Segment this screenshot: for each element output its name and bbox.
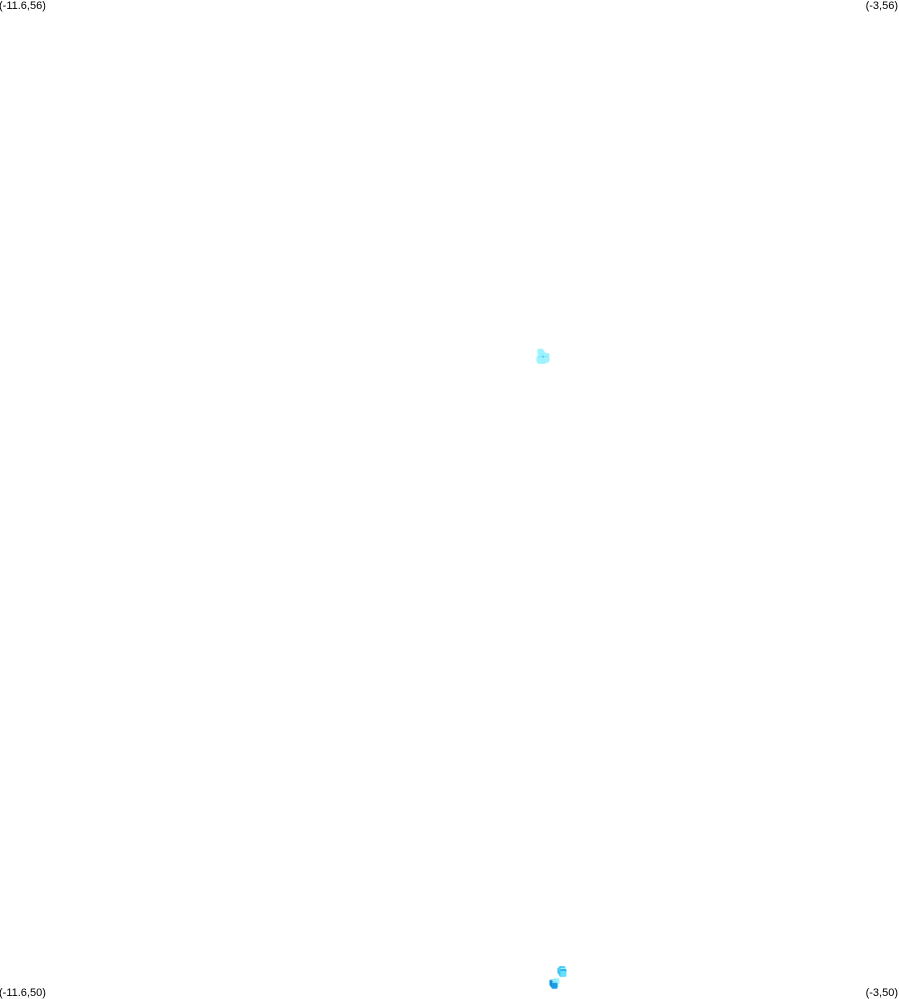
map-cell	[540, 357, 547, 364]
corner-label-top-left: (-11.6,56)	[0, 0, 46, 12]
southern-cluster-west	[549, 978, 560, 989]
corner-label-top-right: (-3,56)	[865, 0, 898, 12]
northern-cluster	[536, 348, 550, 364]
southern-cluster-east	[557, 966, 567, 977]
corner-label-bottom-right: (-3,50)	[865, 987, 898, 999]
map-cell	[551, 982, 558, 989]
corner-label-bottom-left: (-11.6,50)	[0, 987, 46, 999]
map-cell	[560, 970, 567, 977]
